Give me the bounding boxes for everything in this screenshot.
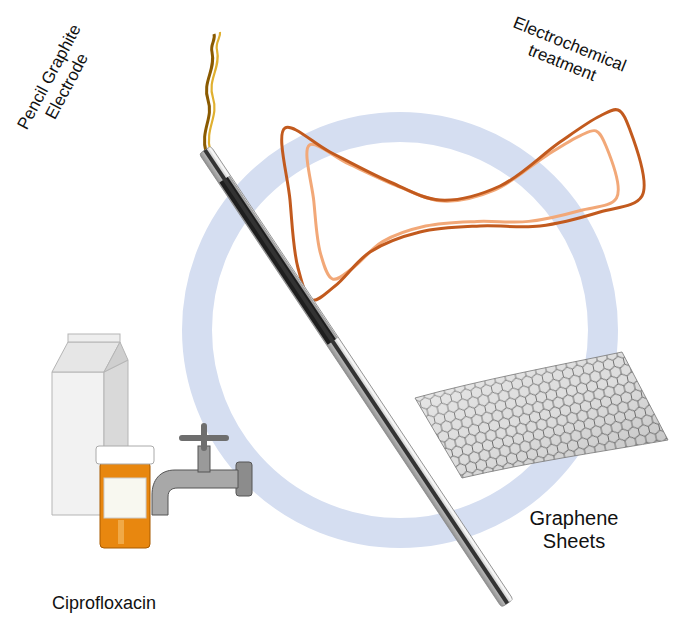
- bottle-cap: [96, 446, 154, 464]
- treatment-label: Electrochemical treatment: [494, 10, 638, 99]
- sheet-lattice: [415, 352, 668, 478]
- bottle-body: [100, 462, 150, 548]
- pill-bottle: [96, 446, 154, 548]
- cv-curve: [307, 131, 618, 280]
- graphene-label: Graphene Sheets: [514, 507, 634, 553]
- carton-gable: [104, 342, 128, 372]
- voltammogram: [282, 110, 645, 301]
- sheet-base: [415, 352, 668, 478]
- graphene-sheet: [415, 352, 668, 478]
- carton-front: [52, 372, 104, 515]
- wire: [209, 32, 220, 150]
- glass-tube: [199, 146, 513, 607]
- carton-seal: [68, 334, 120, 342]
- bottle-label: [104, 478, 146, 518]
- bottle-shine: [118, 520, 124, 544]
- electrode-body: [199, 146, 513, 607]
- tap-spout: [152, 470, 238, 515]
- tap-handle: [182, 426, 226, 448]
- drug-label: Ciprofloxacin: [24, 593, 184, 614]
- cv-curve: [282, 110, 645, 301]
- electrode-label: Pencil Graphite Electrode: [8, 11, 108, 153]
- sheet-shade: [415, 352, 668, 478]
- pencil-electrode: [199, 32, 513, 607]
- graphite-lead: [203, 149, 509, 605]
- glass-highlight: [208, 147, 512, 602]
- tap: [152, 426, 252, 515]
